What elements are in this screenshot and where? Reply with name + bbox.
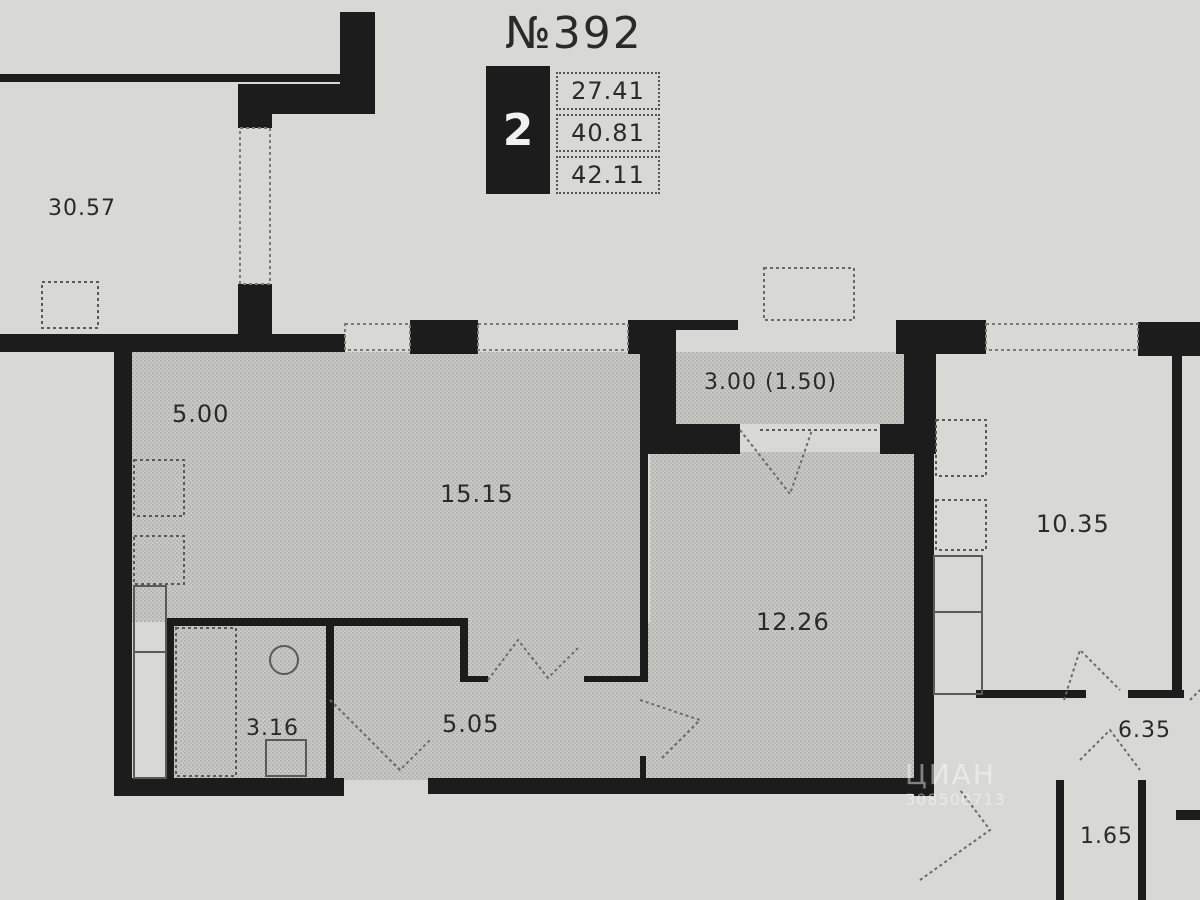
unit-392-floor [130,352,918,780]
room-label-kitchen: 5.00 [172,400,230,428]
living-area: 27.41 [556,72,660,110]
windows [239,127,1139,351]
room-label-bedroom: 12.26 [756,608,830,636]
watermark-brand: ЦИАН [905,758,996,791]
walls [0,12,1200,900]
unit-number: №392 [505,8,643,59]
room-label-small: 1.65 [1080,824,1133,849]
total-area-with-balcony: 42.11 [556,156,660,194]
room-label-neighbor-right: 10.35 [1036,510,1110,538]
room-label-corridor: 6.35 [1118,718,1171,743]
watermark-id: 308500713 [905,790,1006,809]
room-label-hallway: 5.05 [442,710,500,738]
room-count-badge: 2 [486,66,550,194]
room-label-balcony: 3.00 (1.50) [704,370,838,395]
room-label-bathroom: 3.16 [246,716,299,741]
room-label-neighbor-left: 30.57 [48,196,116,221]
door-swings [329,267,1200,881]
fixtures [41,281,987,779]
room-label-living: 15.15 [440,480,514,508]
total-area: 40.81 [556,114,660,152]
